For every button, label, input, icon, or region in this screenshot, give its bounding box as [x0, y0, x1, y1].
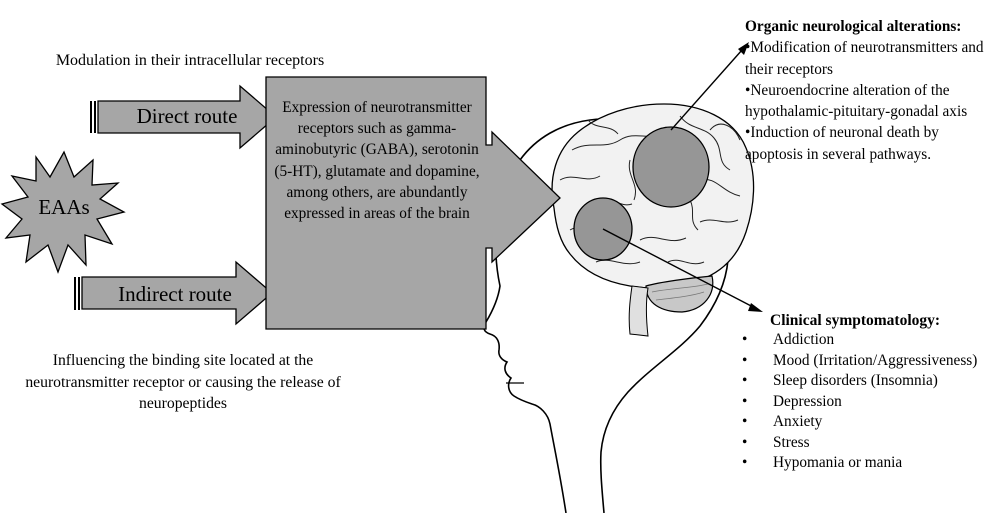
brain-region-circle-upper	[632, 126, 710, 208]
direct-route-arrow	[90, 84, 277, 150]
clinical-connector-line	[602, 228, 756, 309]
organic-item: •Modification of neurotransmitters and t…	[745, 39, 984, 78]
direct-route-label: Direct route	[136, 104, 238, 128]
organic-alterations-block: Organic neurological alterations: •Modif…	[745, 16, 997, 165]
indirect-route-arrow	[74, 260, 273, 326]
list-item: • Mood (Irritation/Aggressiveness)	[742, 351, 997, 372]
brainstem	[628, 285, 649, 337]
eaas-label: EAAs	[38, 195, 90, 219]
influencing-text: Influencing the binding site located at …	[25, 352, 341, 412]
cerebellum-folds	[651, 283, 709, 301]
bullet: •	[742, 372, 748, 389]
list-item: • Anxiety	[742, 412, 997, 433]
bullet: •	[742, 454, 748, 471]
organic-alterations-title: Organic neurological alterations:	[745, 18, 962, 35]
bullet: •	[742, 392, 748, 410]
symptom-text: Addiction	[773, 331, 835, 348]
modulation-text: Modulation in their intracellular recept…	[55, 52, 325, 69]
list-item: • Stress	[742, 433, 997, 454]
organic-connector-line	[670, 49, 743, 131]
list-item: • Addiction	[742, 330, 997, 351]
symptom-text: Stress	[773, 433, 810, 451]
organic-item: •Neuroendocrine alteration of the hypoth…	[745, 81, 968, 121]
symptom-text: Hypomania or mania	[773, 454, 903, 471]
list-item: • Depression	[742, 392, 997, 413]
bullet: •	[742, 351, 748, 369]
clinical-symptomatology-title: Clinical symptomatology:	[770, 312, 941, 329]
bullet: •	[742, 413, 748, 430]
clinical-symptom-list: • Addiction • Mood (Irritation/Aggressiven…	[742, 330, 997, 474]
cerebellum	[645, 275, 714, 313]
symptom-text: Depression	[773, 392, 842, 410]
symptom-text: Anxiety	[773, 413, 823, 430]
organic-arrowhead	[738, 42, 749, 55]
clinical-arrowhead	[748, 303, 763, 312]
list-item: • Sleep disorders (Insomnia)	[742, 371, 997, 392]
bullet: •	[742, 331, 748, 348]
symptom-text: Sleep disorders (Insomnia)	[773, 372, 938, 389]
list-item: • Hypomania or mania	[742, 453, 997, 474]
symptom-text: Mood (Irritation/Aggressiveness)	[773, 351, 978, 369]
bullet: •	[742, 433, 748, 451]
indirect-route-label: Indirect route	[118, 282, 232, 306]
eaas-starburst	[0, 150, 126, 274]
organic-item: •Induction of neuronal death by apoptosi…	[745, 124, 939, 163]
expression-box	[265, 76, 561, 330]
expression-text: Expression of neurotransmitter receptors…	[274, 99, 480, 223]
